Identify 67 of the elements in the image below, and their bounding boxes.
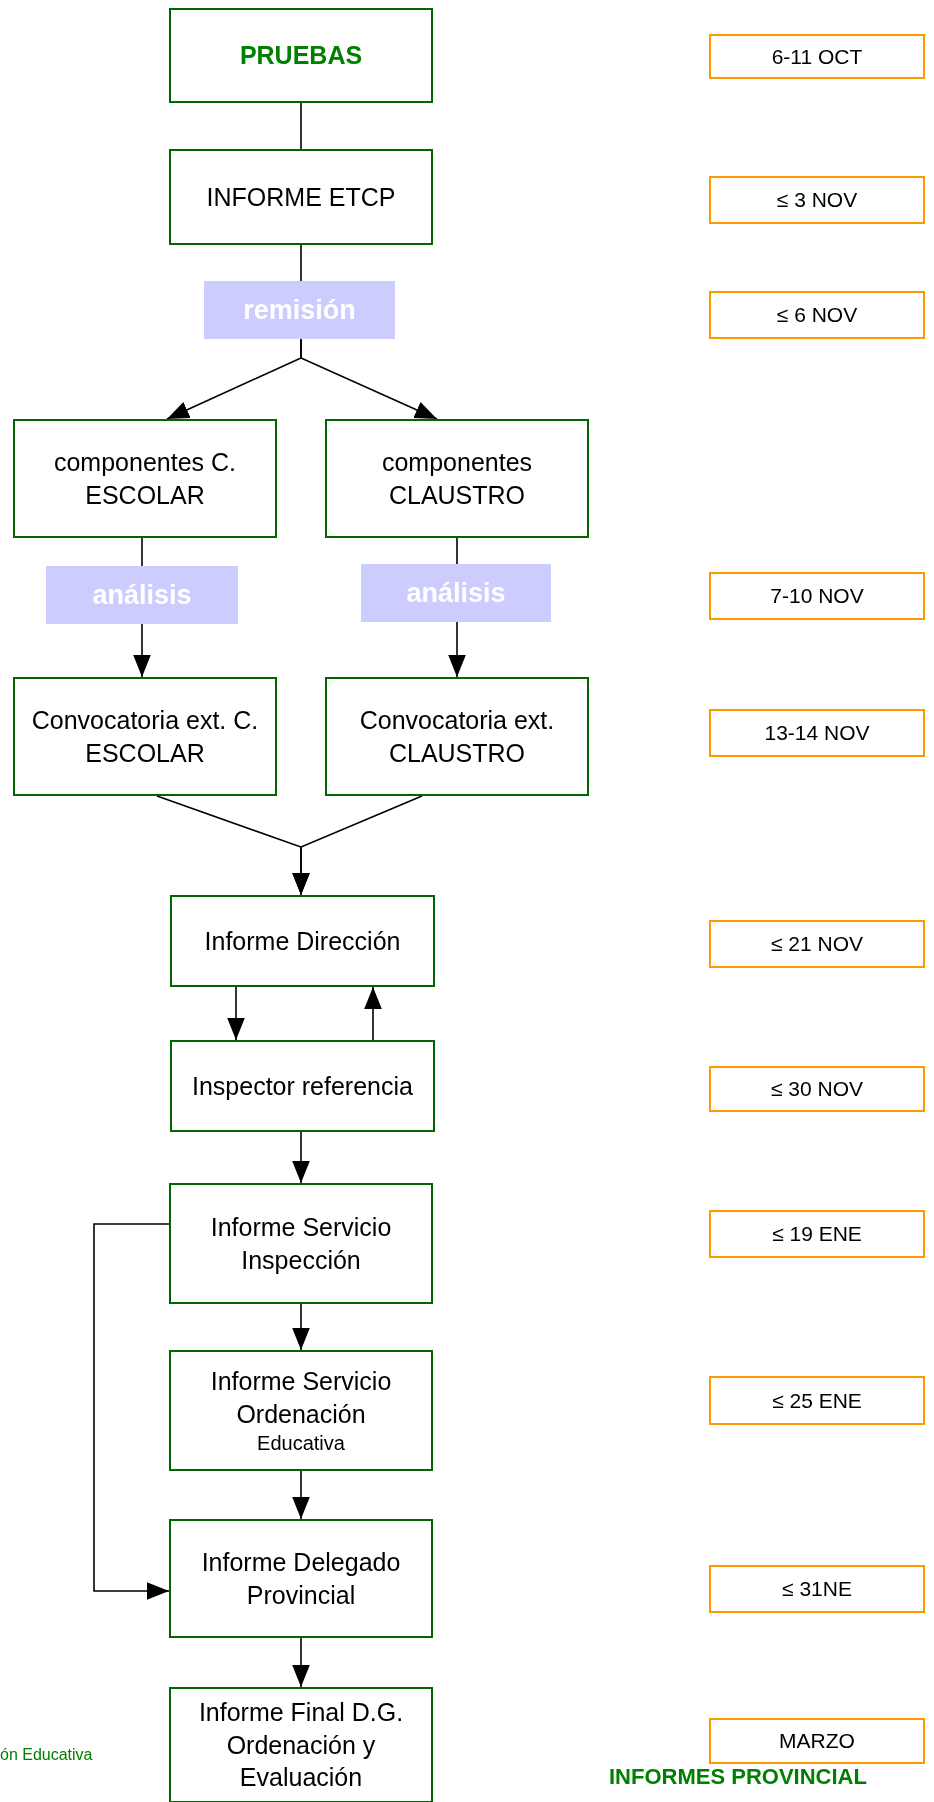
node-text: ≤ 25 ENE xyxy=(772,1388,862,1413)
date-box xyxy=(709,176,925,224)
node-text: Inspector referencia xyxy=(192,1070,413,1102)
date-box xyxy=(709,291,925,339)
date-box xyxy=(709,920,925,968)
connector-line xyxy=(141,537,143,567)
arrow xyxy=(292,1131,310,1184)
node-text: Informe Servicio Inspección xyxy=(209,1212,393,1276)
date-box xyxy=(709,1210,925,1258)
process-box xyxy=(169,8,433,103)
node-text: 7-10 NOV xyxy=(770,584,864,608)
node-text: Informe Delegado Provincial xyxy=(200,1547,402,1611)
process-box xyxy=(169,149,433,245)
connector-line xyxy=(300,102,302,150)
step-band xyxy=(361,564,551,622)
arrow xyxy=(93,1223,170,1600)
arrow xyxy=(292,1303,310,1351)
node-text: ≤ 19 ENE xyxy=(772,1222,862,1246)
process-box xyxy=(325,677,589,796)
date-box xyxy=(709,1718,925,1764)
process-box xyxy=(13,419,277,538)
node-text: ≤ 6 NOV xyxy=(776,303,858,327)
node-text: Educativa xyxy=(257,1431,345,1456)
node-text: 6-11 OCT xyxy=(771,44,863,69)
node-text: MARZO xyxy=(779,1729,855,1753)
date-box xyxy=(709,1376,925,1425)
process-box xyxy=(169,1687,433,1802)
step-band xyxy=(46,566,238,624)
process-box xyxy=(169,1519,433,1638)
arrow xyxy=(133,623,151,678)
arrow xyxy=(292,795,423,896)
node-text: ≤ 21 NOV xyxy=(770,932,864,956)
node-text: 13-14 NOV xyxy=(764,721,870,745)
connector-line xyxy=(300,244,302,282)
node-text: ≤ 3 NOV xyxy=(776,188,858,212)
process-box xyxy=(13,677,277,796)
date-box xyxy=(709,709,925,757)
node-text: ≤ 31NE xyxy=(782,1577,852,1601)
node-text: Informe Servicio Ordenación xyxy=(209,1366,393,1430)
process-box xyxy=(169,1350,433,1471)
step-band xyxy=(204,281,395,339)
arrow xyxy=(292,1637,310,1688)
arrow xyxy=(448,621,466,678)
node-text: componentes CLAUSTRO xyxy=(380,447,534,511)
note-text: ón Educativa xyxy=(0,1746,93,1764)
node-text: Convocatoria ext. C. ESCOLAR xyxy=(30,705,260,769)
node-text: PRUEBAS xyxy=(239,40,363,72)
arrow xyxy=(364,986,382,1041)
date-box xyxy=(709,1565,925,1613)
node-text: ≤ 30 NOV xyxy=(770,1077,864,1101)
process-box xyxy=(169,1183,433,1304)
arrow xyxy=(300,338,438,420)
connector-line xyxy=(456,537,458,565)
date-box xyxy=(709,34,925,79)
process-box xyxy=(170,1040,435,1132)
node-text: Informe Final D.G. Ordenación y Evaluación xyxy=(197,1697,405,1794)
node-text: INFORME ETCP xyxy=(206,181,396,213)
date-box xyxy=(709,1066,925,1112)
arrow xyxy=(292,1470,310,1520)
node-text: componentes C. ESCOLAR xyxy=(52,447,237,511)
node-text: Convocatoria ext. CLAUSTRO xyxy=(358,705,556,769)
process-box xyxy=(170,895,435,987)
note-text: INFORMES PROVINCIAL xyxy=(609,1764,867,1790)
date-box xyxy=(709,572,925,620)
arrow xyxy=(227,986,245,1041)
process-box xyxy=(325,419,589,538)
node-text: Informe Dirección xyxy=(204,925,401,957)
